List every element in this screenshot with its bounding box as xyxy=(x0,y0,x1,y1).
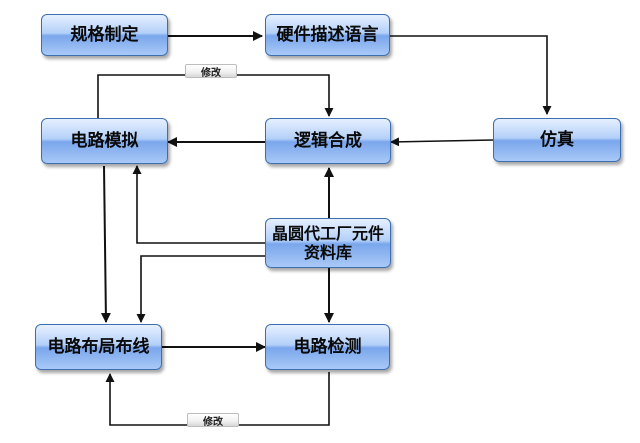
node-synth: 逻辑合成 xyxy=(265,118,391,164)
node-verify-label: 电路检测 xyxy=(293,336,362,357)
arrow-library-to-layout xyxy=(136,255,265,323)
node-sim-label: 仿真 xyxy=(540,129,574,150)
arrow-circuit-sim-to-layout xyxy=(100,165,111,323)
arrow-sim-to-synth xyxy=(390,137,494,147)
node-layout-label: 电路布局布线 xyxy=(47,336,150,357)
node-foundry-library-line2: 资料库 xyxy=(303,243,352,262)
node-spec: 规格制定 xyxy=(41,14,168,56)
modify-tag-bottom: 修改 xyxy=(187,413,239,428)
node-sim: 仿真 xyxy=(493,118,621,162)
node-circuit-sim: 电路模拟 xyxy=(41,118,168,164)
node-spec-label: 规格制定 xyxy=(70,24,139,45)
modify-tag-bottom-label: 修改 xyxy=(203,416,223,428)
node-foundry-library-line1: 晶圆代工厂元件 xyxy=(271,224,384,243)
modify-tag-top-label: 修改 xyxy=(201,67,221,79)
node-foundry-library: 晶圆代工厂元件 资料库 xyxy=(265,218,391,268)
arrow-hdl-to-sim xyxy=(390,35,552,115)
node-layout: 电路布局布线 xyxy=(35,324,162,370)
modify-tag-top: 修改 xyxy=(185,64,237,79)
node-circuit-sim-label: 电路模拟 xyxy=(70,130,139,151)
node-hdl: 硬件描述语言 xyxy=(265,14,390,56)
node-synth-label: 逻辑合成 xyxy=(294,130,362,151)
node-verify: 电路检测 xyxy=(265,324,390,370)
arrow-library-to-circuit-sim xyxy=(132,165,265,244)
node-hdl-label: 硬件描述语言 xyxy=(276,24,379,45)
feedback-top-loop xyxy=(97,74,334,118)
